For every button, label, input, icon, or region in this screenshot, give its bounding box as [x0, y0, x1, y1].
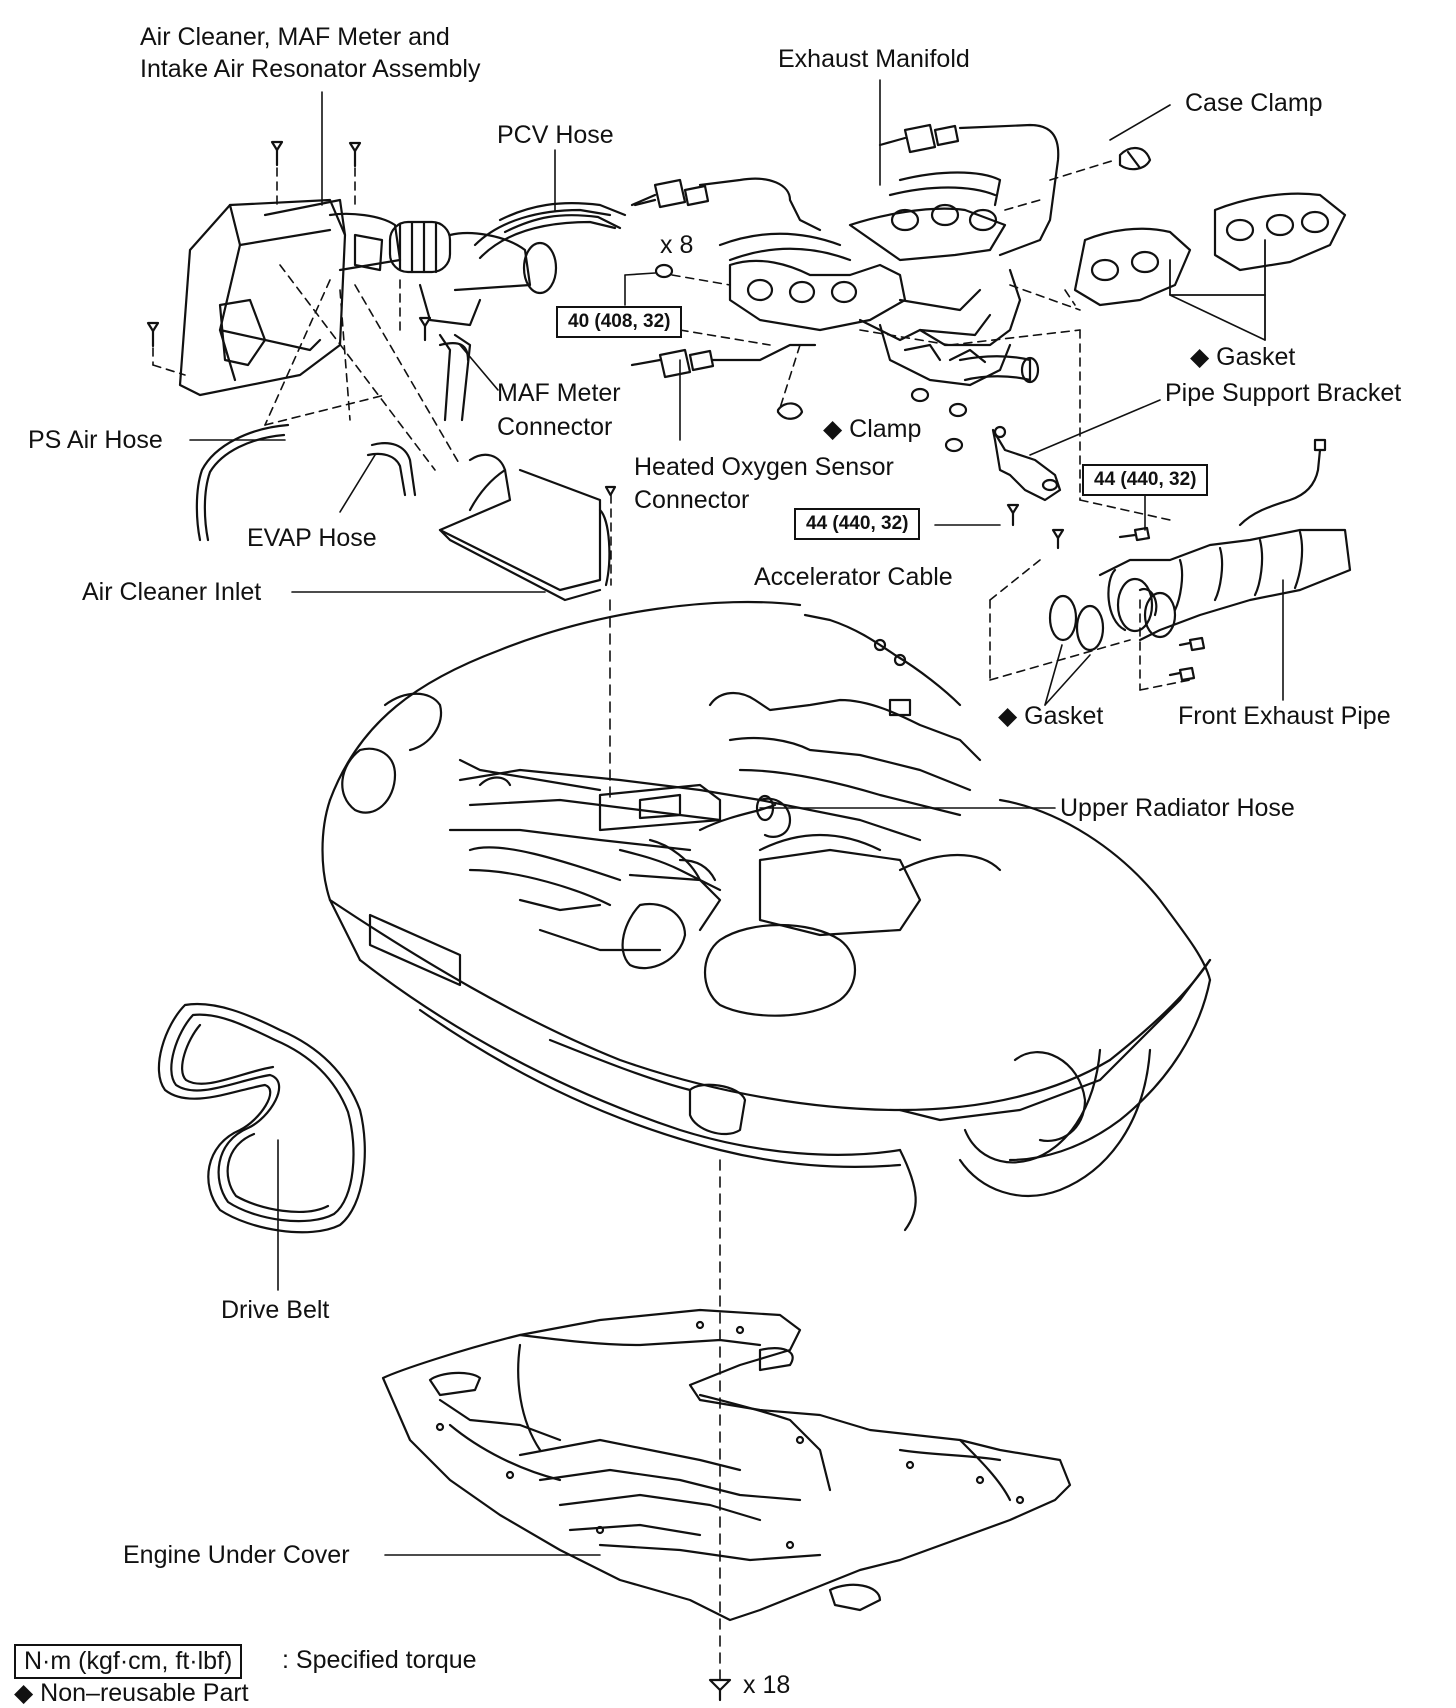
- label-front-exhaust-pipe: Front Exhaust Pipe: [1178, 702, 1391, 730]
- pcv-hose: [498, 202, 627, 234]
- air-cleaner-assembly: [178, 198, 617, 422]
- vehicle-front: [321, 600, 1212, 1232]
- engine-bay: [458, 692, 982, 932]
- evap-hose: [366, 442, 417, 497]
- label-accelerator-cable: Accelerator Cable: [754, 563, 953, 591]
- label-pipe-support-bracket: Pipe Support Bracket: [1165, 379, 1402, 407]
- label-air-cleaner-inlet: Air Cleaner Inlet: [82, 578, 262, 606]
- label-maf-connector-line2: Connector: [497, 413, 613, 441]
- manifold-gaskets: [1073, 192, 1347, 307]
- manifold-nut: [654, 263, 674, 279]
- torque-manifold-nut: 40 (408, 32): [556, 306, 683, 338]
- label-air-cleaner-line2: Intake Air Resonator Assembly: [140, 55, 481, 83]
- small-clamp: [776, 402, 804, 420]
- accelerator-cable: [803, 613, 962, 707]
- oxygen-sensor-connectors: [630, 123, 1060, 379]
- torque-pipe-bolt: 44 (440, 32): [1082, 464, 1209, 496]
- label-x18: x 18: [743, 1671, 791, 1699]
- label-pcv-hose: PCV Hose: [497, 121, 614, 149]
- case-clamp: [1118, 147, 1152, 171]
- lower-gasket-2: [1075, 604, 1105, 652]
- label-gasket-lower: ◆ Gasket: [998, 702, 1104, 730]
- label-exhaust-manifold: Exhaust Manifold: [778, 45, 970, 73]
- front-exhaust-pipe: [1098, 438, 1352, 642]
- label-drive-belt: Drive Belt: [221, 1296, 330, 1324]
- label-air-cleaner-line1: Air Cleaner, MAF Meter and: [140, 23, 450, 51]
- label-upper-radiator-hose: Upper Radiator Hose: [1060, 794, 1295, 822]
- label-x8: x 8: [660, 231, 694, 259]
- label-evap-hose: EVAP Hose: [247, 524, 377, 552]
- lower-gasket-1: [1048, 594, 1078, 642]
- air-cleaner-bolts: [146, 140, 432, 348]
- legend-specified-torque: : Specified torque: [282, 1646, 477, 1674]
- label-heated-o2-line2: Connector: [634, 486, 750, 514]
- legend-nonreusable: ◆ Non–reusable Part: [14, 1679, 249, 1707]
- air-cleaner-inlet: [438, 453, 611, 602]
- label-case-clamp: Case Clamp: [1185, 89, 1323, 117]
- leader-lines: [189, 79, 1284, 1556]
- torque-bracket-bolt: 44 (440, 32): [794, 508, 921, 540]
- legend-unit-box: N·m (kgf·cm, ft·lbf): [14, 1644, 243, 1679]
- engine-under-cover: [381, 1308, 1072, 1622]
- label-maf-connector-line1: MAF Meter: [497, 379, 621, 407]
- drive-belt: [157, 1003, 366, 1234]
- label-ps-air-hose: PS Air Hose: [28, 426, 163, 454]
- label-engine-under-cover: Engine Under Cover: [123, 1541, 350, 1569]
- pipe-support-bracket: [991, 425, 1062, 502]
- label-heated-o2-line1: Heated Oxygen Sensor: [634, 453, 894, 481]
- label-clamp: ◆ Clamp: [823, 415, 922, 443]
- label-gasket-upper: ◆ Gasket: [1190, 343, 1296, 371]
- exhaust-manifold: [718, 171, 1040, 387]
